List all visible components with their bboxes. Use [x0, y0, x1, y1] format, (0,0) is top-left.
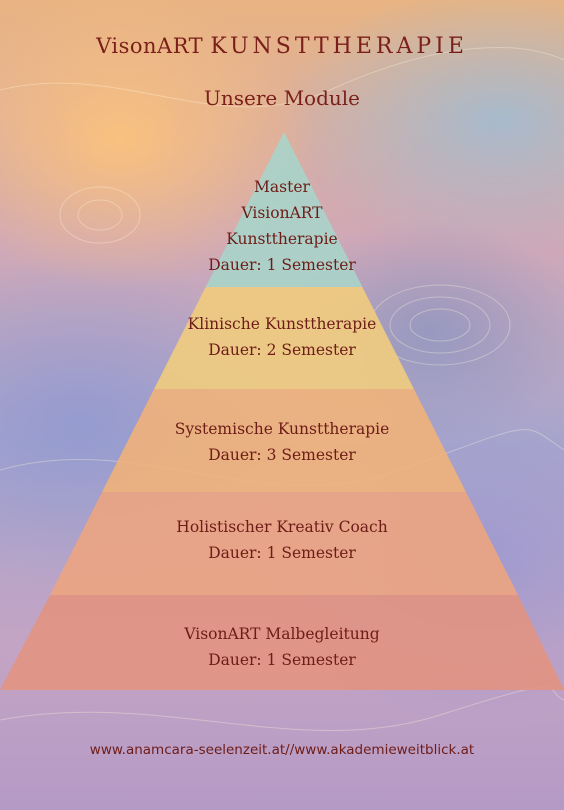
tier-holistischer-text: Holistischer Kreativ Coach Dauer: 1 Seme…: [0, 514, 564, 566]
tier-klinische-name: Klinische Kunsttherapie: [187, 315, 377, 333]
tier-master-duration: Dauer: 1 Semester: [208, 256, 356, 274]
tier-malbegleitung-duration: Dauer: 1 Semester: [208, 651, 356, 669]
title-caps: KUNSTTHERAPIE: [210, 34, 468, 59]
tier-malbegleitung-text: VisonART Malbegleitung Dauer: 1 Semester: [0, 621, 564, 673]
tier-malbegleitung-name: VisonART Malbegleitung: [184, 625, 380, 643]
footer-urls: www.anamcara-seelenzeit.at//www.akademie…: [89, 742, 475, 758]
tier-klinische-duration: Dauer: 2 Semester: [208, 341, 356, 359]
tier-master-text: Master VisionART Kunsttherapie Dauer: 1 …: [0, 174, 564, 278]
tier-systemische-text: Systemische Kunsttherapie Dauer: 3 Semes…: [0, 416, 564, 468]
pyramid-tier-malbegleitung: [0, 595, 564, 690]
title-prefix: VisonART: [96, 34, 204, 58]
pyramid-tier-klinische: [154, 287, 414, 389]
tier-systemische-duration: Dauer: 3 Semester: [208, 446, 356, 464]
tier-systemische-name: Systemische Kunsttherapie: [174, 420, 390, 438]
pyramid-tier-master: [205, 132, 363, 287]
tier-master-line: Master: [254, 178, 310, 196]
tier-holistischer-name: Holistischer Kreativ Coach: [176, 518, 388, 536]
pyramid-tier-holistischer: [50, 492, 518, 595]
page-subtitle: Unsere Module: [203, 86, 361, 110]
pyramid-tier-systemische: [102, 389, 466, 492]
page-title: VisonART KUNSTTHERAPIE: [0, 34, 564, 59]
tier-master-line: Kunsttherapie: [226, 230, 338, 248]
tier-klinische-text: Klinische Kunsttherapie Dauer: 2 Semeste…: [0, 311, 564, 363]
tier-holistischer-duration: Dauer: 1 Semester: [208, 544, 356, 562]
tier-master-line: VisionART: [241, 204, 323, 222]
